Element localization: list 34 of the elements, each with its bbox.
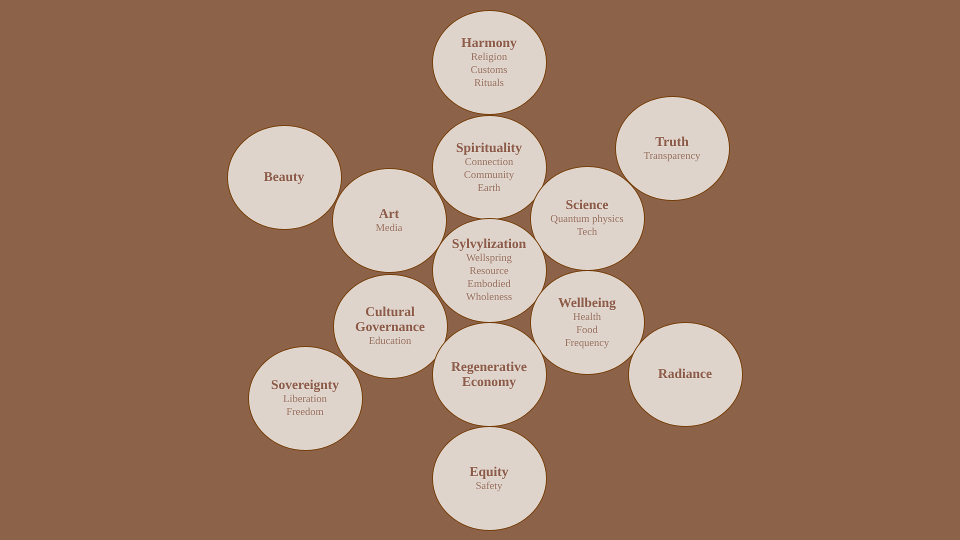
topic-item: Health xyxy=(573,310,601,324)
topic-item: Freedom xyxy=(286,406,324,419)
topic-heading: Science xyxy=(566,197,608,212)
topic-item: Liberation xyxy=(283,393,327,406)
topic-item: Wellspring xyxy=(466,252,512,265)
topic-heading: Harmony xyxy=(461,34,517,50)
topic-heading: Truth xyxy=(655,134,689,148)
topic-item: Rituals xyxy=(474,76,504,90)
topic-heading: Equity xyxy=(469,464,509,478)
topic-item: Tech xyxy=(576,226,598,239)
topic-heading: Radiance xyxy=(658,366,712,381)
topic-item: Safety xyxy=(476,480,502,492)
topic-item: Quantum physics xyxy=(550,213,624,226)
topic-item: Food xyxy=(576,324,598,336)
topic-heading: Wellbeing xyxy=(558,294,616,310)
topic-item: Earth xyxy=(478,182,500,194)
topic-item: Transparency xyxy=(644,150,700,162)
topic-heading: Spirituality xyxy=(456,140,522,154)
topic-item: Resource xyxy=(469,265,509,278)
topic-heading: Regenerative Economy xyxy=(450,358,528,388)
topic-item: Education xyxy=(368,335,412,348)
topic-heading: Sovereignty xyxy=(271,377,339,392)
topic-item: Connection xyxy=(464,156,514,168)
topic-heading: Art xyxy=(378,206,400,220)
topic-item: Community xyxy=(464,168,514,182)
topic-item: Customs xyxy=(470,64,508,76)
topic-item: Wholeness xyxy=(466,291,512,304)
topic-heading: Cultural Governance xyxy=(354,304,426,334)
topic-item: Media xyxy=(376,222,402,234)
topic-item: Embodied xyxy=(467,278,511,291)
topic-heading: Sylvylization xyxy=(452,236,526,251)
topic-item: Religion xyxy=(470,50,508,64)
topic-item: Frequency xyxy=(564,336,610,350)
topic-heading: Beauty xyxy=(264,169,304,184)
